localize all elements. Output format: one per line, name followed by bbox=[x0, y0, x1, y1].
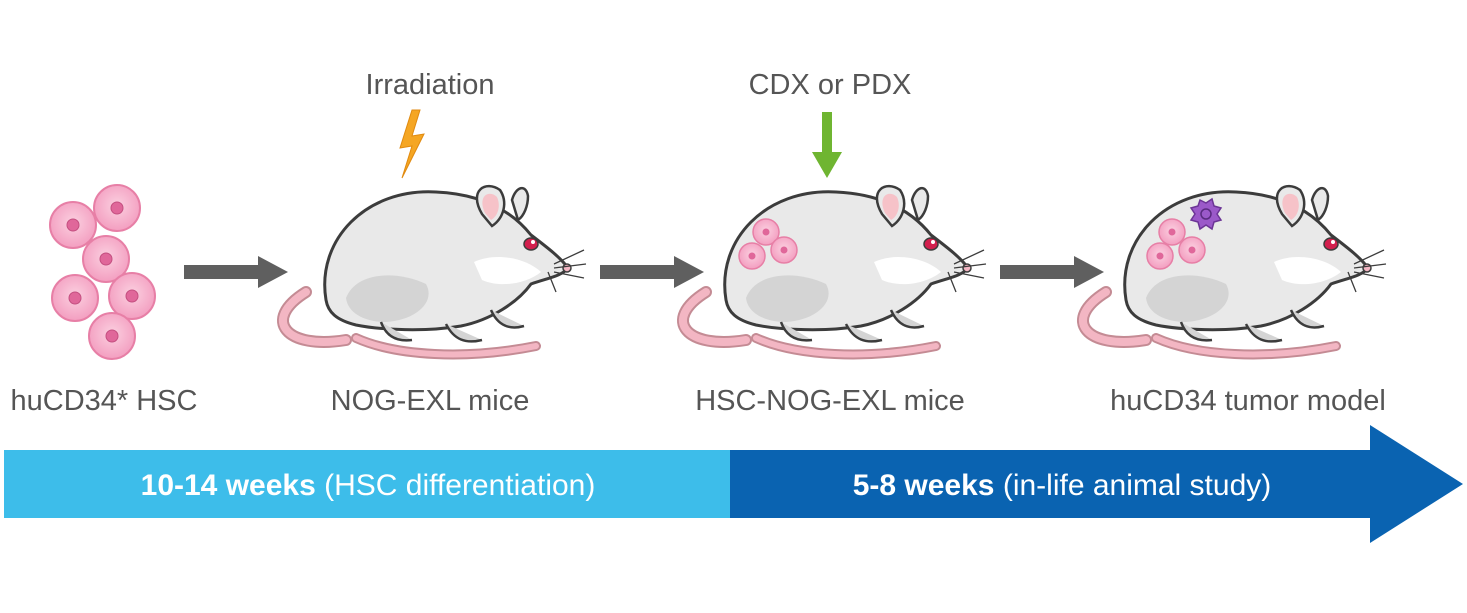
hsc-nog-exl-mouse bbox=[683, 186, 986, 354]
step-label-hsc-nog-exl: HSC-NOG-EXL mice bbox=[695, 385, 965, 417]
step-label-tumor-model: huCD34 tumor model bbox=[1110, 385, 1386, 417]
phase2-segment bbox=[730, 425, 1463, 543]
step-arrow bbox=[1000, 256, 1104, 288]
tumor-model-mouse bbox=[1083, 186, 1386, 354]
phase1-segment bbox=[4, 450, 732, 518]
injection-arrow-icon bbox=[812, 112, 842, 178]
hsc-cell bbox=[88, 312, 136, 360]
step-arrow bbox=[600, 256, 704, 288]
irradiation-label: Irradiation bbox=[366, 69, 495, 101]
step-label-hsc: huCD34* HSC bbox=[11, 385, 198, 417]
hsc-cell bbox=[51, 274, 99, 322]
timeline-bar bbox=[4, 425, 1463, 543]
tumor-icon bbox=[1189, 197, 1223, 231]
nog-exl-mouse bbox=[283, 186, 586, 354]
phase2-label: 5-8 weeks (in-life animal study) bbox=[853, 469, 1272, 502]
hsc-cell bbox=[93, 184, 141, 232]
step-arrow bbox=[184, 256, 288, 288]
hsc-cell bbox=[108, 272, 156, 320]
cdx-pdx-label: CDX or PDX bbox=[749, 69, 912, 101]
phase1-label: 10-14 weeks (HSC differentiation) bbox=[141, 469, 596, 502]
lightning-icon bbox=[399, 109, 425, 179]
hsc-cell bbox=[49, 201, 97, 249]
hsc-cell-cluster bbox=[49, 184, 156, 360]
step-label-nog-exl: NOG-EXL mice bbox=[331, 385, 530, 417]
